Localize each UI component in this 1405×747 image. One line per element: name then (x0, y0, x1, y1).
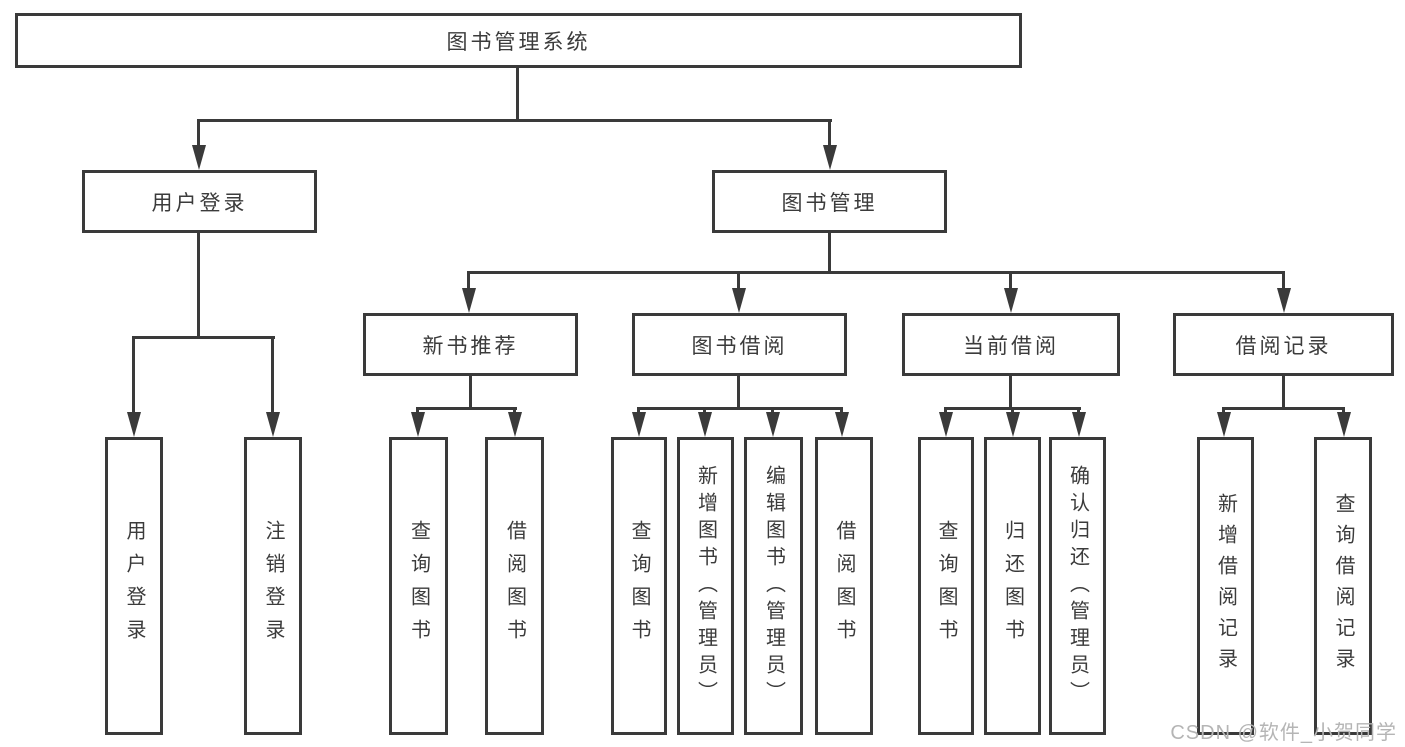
connector-line (271, 336, 274, 414)
connector-line (513, 407, 516, 415)
leaf-query-book-current: 查询图书 (918, 437, 974, 735)
connector-line (516, 68, 519, 122)
node-new-book-recommend: 新书推荐 (363, 313, 578, 376)
connector-line (1009, 376, 1012, 410)
leaf-confirm-return-admin-label: 确认归还（管理员） (1066, 464, 1089, 708)
leaf-borrow-book-recommend-label: 借阅图书 (503, 520, 526, 652)
node-new-book-recommend-label: 新书推荐 (422, 334, 519, 358)
connector-line (1342, 407, 1345, 415)
connector-line (197, 119, 200, 147)
connector-line (703, 407, 706, 415)
leaf-confirm-return-admin: 确认归还（管理员） (1049, 437, 1106, 735)
connector-line (467, 271, 1285, 274)
arrow-down-icon (508, 412, 522, 437)
connector-line (840, 407, 843, 415)
arrow-down-icon (266, 412, 280, 437)
connector-line (416, 407, 517, 410)
leaf-add-borrow-record-label: 新增借阅记录 (1214, 493, 1237, 679)
node-current-borrow: 当前借阅 (902, 313, 1120, 376)
connector-line (1222, 407, 1225, 415)
node-book-management-label: 图书管理 (781, 191, 878, 215)
connector-line (1011, 407, 1014, 415)
leaf-query-book-recommend: 查询图书 (389, 437, 448, 735)
csdn-watermark: CSDN @软件_小贺同学 (1170, 722, 1397, 744)
leaf-add-book-admin-label: 新增图书（管理员） (694, 464, 717, 708)
leaf-logout-label: 注销登录 (262, 520, 284, 652)
connector-line (828, 119, 831, 147)
arrow-down-icon (1004, 288, 1018, 313)
leaf-add-borrow-record: 新增借阅记录 (1197, 437, 1254, 735)
leaf-user-login: 用户登录 (105, 437, 163, 735)
leaf-borrow-book: 借阅图书 (815, 437, 873, 735)
arrow-down-icon (766, 412, 780, 437)
arrow-down-icon (192, 145, 206, 170)
arrow-down-icon (1006, 412, 1020, 437)
connector-line (771, 407, 774, 415)
arrow-down-icon (127, 412, 141, 437)
arrow-down-icon (1277, 288, 1291, 313)
node-current-borrow-label: 当前借阅 (963, 334, 1059, 358)
connector-line (132, 336, 275, 339)
connector-line (1009, 271, 1012, 290)
leaf-query-borrow-record: 查询借阅记录 (1314, 437, 1372, 735)
leaf-add-book-admin: 新增图书（管理员） (677, 437, 734, 735)
arrow-down-icon (632, 412, 646, 437)
node-book-borrow-label: 图书借阅 (691, 334, 788, 358)
leaf-query-book-recommend-label: 查询图书 (407, 520, 430, 652)
arrow-down-icon (462, 288, 476, 313)
connector-line (469, 376, 472, 410)
connector-line (828, 233, 831, 274)
leaf-return-book: 归还图书 (984, 437, 1041, 735)
leaf-borrow-book-label: 借阅图书 (833, 520, 855, 652)
arrow-down-icon (1217, 412, 1231, 437)
node-user-login: 用户登录 (82, 170, 317, 233)
connector-line (737, 271, 740, 290)
connector-line (944, 407, 947, 415)
connector-line (416, 407, 419, 415)
node-user-login-label: 用户登录 (151, 191, 248, 215)
leaf-logout: 注销登录 (244, 437, 302, 735)
arrow-down-icon (1337, 412, 1351, 437)
leaf-user-login-label: 用户登录 (123, 520, 145, 652)
node-root-label: 图书管理系统 (446, 30, 591, 54)
connector-line (197, 119, 832, 122)
node-book-management: 图书管理 (712, 170, 947, 233)
node-borrow-record: 借阅记录 (1173, 313, 1394, 376)
leaf-query-book-borrow: 查询图书 (611, 437, 667, 735)
connector-line (467, 271, 470, 290)
node-root: 图书管理系统 (15, 13, 1022, 68)
arrow-down-icon (698, 412, 712, 437)
arrow-down-icon (1072, 412, 1086, 437)
leaf-query-book-current-label: 查询图书 (935, 520, 957, 652)
connector-line (1077, 407, 1080, 415)
connector-line (637, 407, 640, 415)
connector-line (1282, 271, 1285, 290)
leaf-query-book-borrow-label: 查询图书 (628, 520, 650, 652)
node-borrow-record-label: 借阅记录 (1235, 334, 1332, 358)
leaf-edit-book-admin-label: 编辑图书（管理员） (762, 464, 785, 708)
connector-line (197, 233, 200, 339)
arrow-down-icon (732, 288, 746, 313)
node-book-borrow: 图书借阅 (632, 313, 847, 376)
arrow-down-icon (823, 145, 837, 170)
connector-line (132, 336, 135, 414)
connector-line (1282, 376, 1285, 410)
connector-line (737, 376, 740, 410)
arrow-down-icon (939, 412, 953, 437)
connector-line (1222, 407, 1345, 410)
leaf-edit-book-admin: 编辑图书（管理员） (744, 437, 803, 735)
leaf-return-book-label: 归还图书 (1001, 520, 1024, 652)
arrow-down-icon (835, 412, 849, 437)
leaf-query-borrow-record-label: 查询借阅记录 (1332, 493, 1354, 679)
arrow-down-icon (411, 412, 425, 437)
connector-line (637, 407, 843, 410)
leaf-borrow-book-recommend: 借阅图书 (485, 437, 544, 735)
